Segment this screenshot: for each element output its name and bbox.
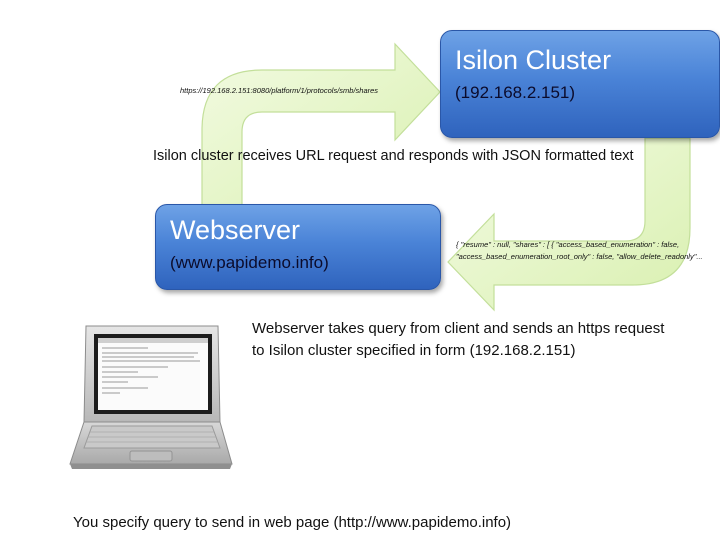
webserver-title: Webserver [170,215,301,245]
webserver-caption-line1: Webserver takes query from client and se… [252,320,665,337]
laptop-icon [69,325,233,469]
isilon-title: Isilon Cluster [455,45,612,75]
isilon-cluster-box: Isilon Cluster (192.168.2.151) [440,30,720,138]
json-label-line1: { "resume" : null, "shares" : [ { "acces… [456,240,680,249]
json-label-line2: "access_based_enumeration_root_only" : f… [456,252,703,261]
webserver-caption-line2: to Isilon cluster specified in form (192… [252,342,576,359]
isilon-caption: Isilon cluster receives URL request and … [153,148,634,164]
webserver-url: (www.papidemo.info) [170,253,329,272]
request-arrow [201,42,441,211]
response-arrow [447,137,691,312]
webserver-box: Webserver (www.papidemo.info) [155,204,441,290]
client-caption: You specify query to send in web page (h… [73,514,512,531]
url-label: https://192.168.2.151:8080/platform/1/pr… [180,86,379,95]
isilon-ip: (192.168.2.151) [455,83,576,102]
